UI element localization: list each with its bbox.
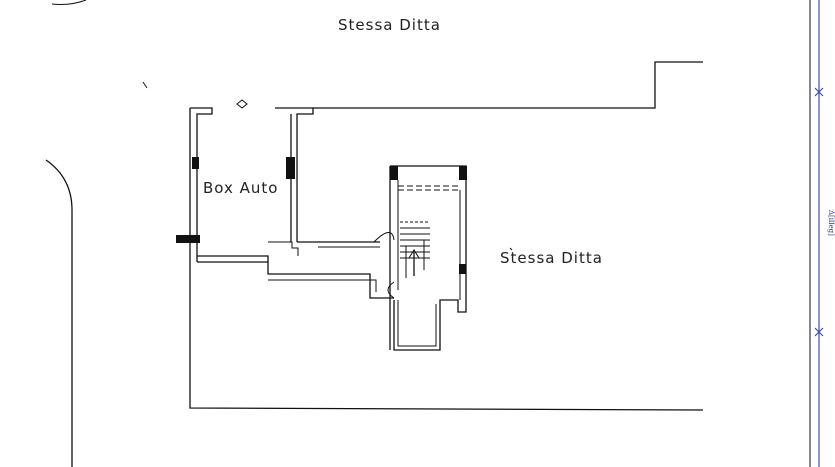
tick-mark <box>142 81 148 89</box>
stair-arrowhead <box>408 249 420 259</box>
left-curved-boundary <box>45 159 73 467</box>
dimension-label: Δ[illeg] <box>827 210 835 236</box>
post <box>459 166 467 180</box>
door-swing <box>373 232 395 243</box>
door-swing-lower <box>387 281 395 299</box>
dashed-beam <box>398 185 460 191</box>
post <box>176 235 200 243</box>
post <box>390 166 398 180</box>
dimension-tick <box>814 87 824 97</box>
label-garage: Box Auto <box>203 179 278 197</box>
label-right-neighbor: Stessa Ditta <box>500 249 603 267</box>
corridor-left-jog <box>268 241 299 256</box>
stair-treads <box>400 221 430 278</box>
garage-door-marker <box>236 99 248 109</box>
corridor-walls <box>197 255 394 299</box>
mark <box>509 247 513 251</box>
lot-boundary-top <box>313 61 703 109</box>
label-top-neighbor: Stessa Ditta <box>338 16 441 34</box>
stair-block-outer <box>390 165 467 351</box>
dimension-tick <box>814 327 824 337</box>
post <box>192 157 199 169</box>
lot-boundary-bottom <box>189 108 704 411</box>
garage-wall-top-right <box>275 107 314 242</box>
corridor-bottom-inner <box>268 279 377 292</box>
stair-bottom-inner <box>397 300 437 347</box>
post <box>459 264 466 274</box>
corner-mark <box>51 0 87 5</box>
post <box>286 157 295 179</box>
